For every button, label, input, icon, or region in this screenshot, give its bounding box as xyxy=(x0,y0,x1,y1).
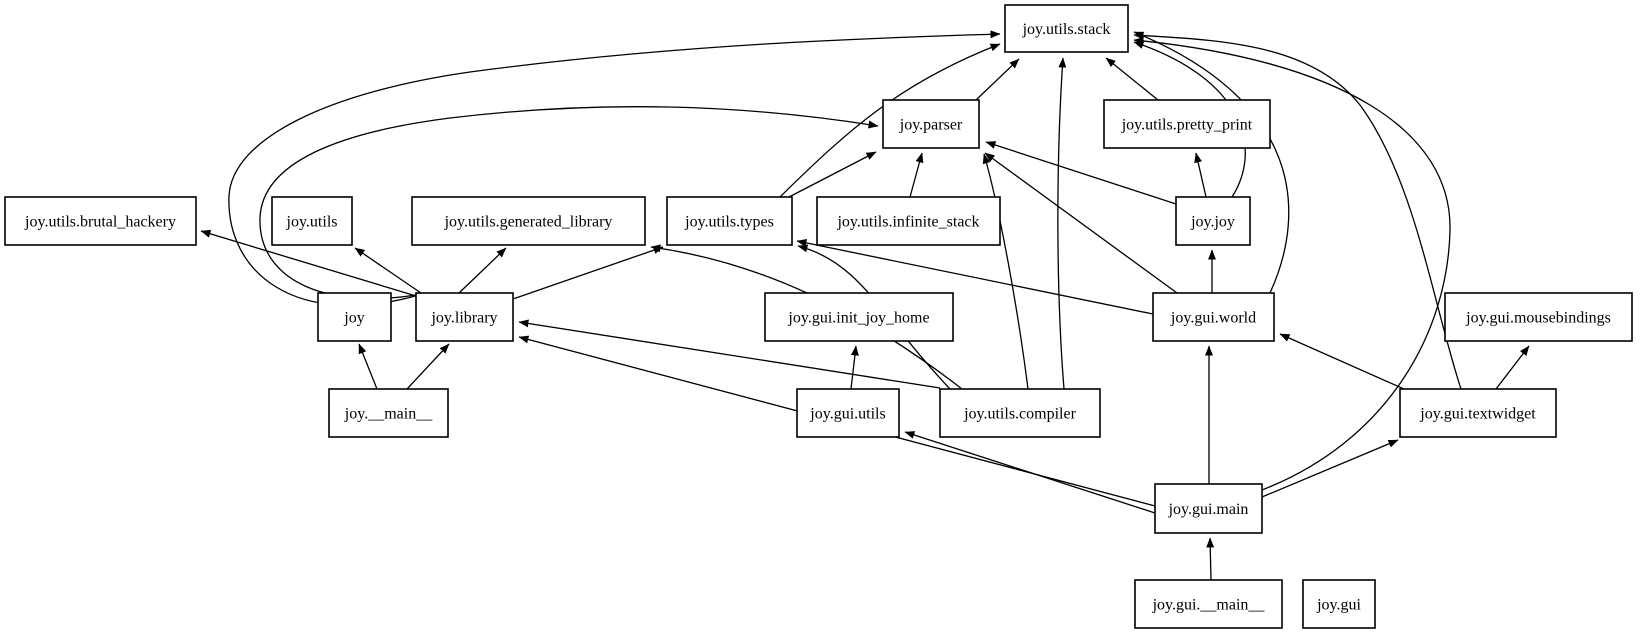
node-joy-utils: joy.utils xyxy=(271,196,353,246)
edge-joy-utils-compiler-to-joy-utils-stack xyxy=(1057,57,1067,390)
edge-joy-utils-types-to-joy-parser xyxy=(788,151,877,198)
edge-joy-gui-world-to-joy-utils-stack xyxy=(1133,31,1290,294)
node-box-joy-utils-types xyxy=(666,196,793,246)
node-joy-utils-compiler: joy.utils.compiler xyxy=(939,388,1101,438)
edge-joy-joy-to-joy-parser xyxy=(985,141,1177,205)
node-label-joy-gui: joy.gui xyxy=(1316,597,1361,614)
node-label-joy-joy: joy.joy xyxy=(1190,214,1235,231)
edge-joy-library-to-joy-utils xyxy=(354,247,422,294)
node-joy-joy: joy.joy xyxy=(1175,196,1251,246)
node-label-joy-library: joy.library xyxy=(430,310,497,327)
node-label-joy-utils-generated-library: joy.utils.generated_library xyxy=(444,214,613,231)
node-label-joy-utils-brutal-hackery: joy.utils.brutal_hackery xyxy=(24,214,176,231)
node-joy-gui-textwidget: joy.gui.textwidget xyxy=(1399,388,1557,438)
node-box-joy-parser xyxy=(882,99,980,149)
edge-joy-gui-main-module-to-joy-gui-main xyxy=(1206,537,1215,581)
node-label-joy-gui-textwidget: joy.gui.textwidget xyxy=(1419,406,1536,423)
node-joy-main-module: joy.__main__ xyxy=(328,388,449,438)
edge-joy-joy-to-joy-utils-pretty-print xyxy=(1194,152,1207,198)
node-box-joy-utils-generated-library xyxy=(411,196,646,246)
edge-joy-utils-compiler-to-joy-parser xyxy=(982,153,1029,390)
node-box-joy-gui xyxy=(1302,579,1376,629)
node-box-joy-gui-textwidget xyxy=(1399,388,1557,438)
node-box-joy-utils-stack xyxy=(1004,4,1129,53)
node-box-joy-library xyxy=(415,292,514,342)
node-box-joy-utils xyxy=(271,196,353,246)
node-joy-gui-utils: joy.gui.utils xyxy=(796,388,900,438)
edge-joy-utils-compiler-to-joy-library xyxy=(518,319,941,389)
node-joy-utils-brutal-hackery: joy.utils.brutal_hackery xyxy=(4,196,197,246)
edge-joy-gui-textwidget-to-joy-gui-mousebindings xyxy=(1495,345,1530,390)
node-joy-gui-main-module: joy.gui.__main__ xyxy=(1134,579,1283,629)
node-label-joy-utils-types: joy.utils.types xyxy=(684,214,774,231)
edge-joy-gui-main-to-joy-gui-textwidget xyxy=(1261,439,1399,498)
edge-joy-gui-main-to-joy-gui-utils xyxy=(904,431,1156,514)
edge-joy-main-module-to-joy xyxy=(358,343,378,390)
edges-layer xyxy=(200,30,1530,581)
node-joy-gui-init-joy-home: joy.gui.init_joy_home xyxy=(764,292,954,342)
node-label-joy-gui-main-module: joy.gui.__main__ xyxy=(1152,597,1266,614)
node-box-joy-gui-utils xyxy=(796,388,900,438)
node-box-joy-utils-infinite-stack xyxy=(816,196,1001,246)
node-label-joy-utils-compiler: joy.utils.compiler xyxy=(963,406,1077,423)
node-label-joy-parser: joy.parser xyxy=(899,117,963,134)
node-label-joy-gui-init-joy-home: joy.gui.init_joy_home xyxy=(787,310,929,327)
node-label-joy-gui-utils: joy.gui.utils xyxy=(809,406,885,423)
node-box-joy-main-module xyxy=(328,388,449,438)
node-label-joy-gui-mousebindings: joy.gui.mousebindings xyxy=(1465,310,1611,327)
edge-joy-main-module-to-joy-library xyxy=(406,343,450,390)
node-joy-gui: joy.gui xyxy=(1302,579,1376,629)
node-joy-utils-pretty-print: joy.utils.pretty_print xyxy=(1103,99,1271,149)
node-joy-utils-stack: joy.utils.stack xyxy=(1004,4,1129,53)
node-joy-library: joy.library xyxy=(415,292,514,342)
node-joy-utils-types: joy.utils.types xyxy=(666,196,793,246)
node-box-joy-gui-init-joy-home xyxy=(764,292,954,342)
node-joy: joy xyxy=(317,292,392,342)
edge-joy-library-to-joy-parser xyxy=(259,106,879,300)
node-label-joy-gui-world: joy.gui.world xyxy=(1170,310,1256,327)
node-joy-utils-generated-library: joy.utils.generated_library xyxy=(411,196,646,246)
node-label-joy-utils: joy.utils xyxy=(286,214,338,231)
node-label-joy: joy xyxy=(343,310,364,327)
edge-joy-gui-textwidget-to-joy-gui-world xyxy=(1279,333,1405,390)
edge-joy-utils-infinite-stack-to-joy-parser xyxy=(909,152,924,198)
edge-joy-library-to-joy-utils-types xyxy=(512,246,664,300)
node-box-joy-gui-world xyxy=(1152,292,1275,342)
node-joy-parser: joy.parser xyxy=(882,99,980,149)
edge-joy-utils-types-to-joy-utils-stack xyxy=(779,43,1001,198)
edge-joy-gui-utils-to-joy-gui-init-joy-home xyxy=(850,345,859,390)
nodes-layer: joy.utils.stack joy.parser joy.utils.prett… xyxy=(4,4,1633,629)
node-box-joy-gui-main-module xyxy=(1134,579,1283,629)
edge-joy-library-to-joy-utils-generated-library xyxy=(458,247,507,294)
node-box-joy-gui-mousebindings xyxy=(1444,292,1633,342)
node-box-joy xyxy=(317,292,392,342)
edge-joy-gui-main-to-joy-utils-stack xyxy=(1133,36,1451,491)
node-box-joy-joy xyxy=(1175,196,1251,246)
edge-joy-library-to-joy-utils-stack xyxy=(228,30,1001,307)
node-label-joy-utils-infinite-stack: joy.utils.infinite_stack xyxy=(836,214,979,231)
node-label-joy-utils-stack: joy.utils.stack xyxy=(1022,21,1111,38)
node-joy-gui-world: joy.gui.world xyxy=(1152,292,1275,342)
node-label-joy-main-module: joy.__main__ xyxy=(344,406,433,423)
node-box-joy-utils-pretty-print xyxy=(1103,99,1271,149)
node-joy-utils-infinite-stack: joy.utils.infinite_stack xyxy=(816,196,1001,246)
node-box-joy-utils-compiler xyxy=(939,388,1101,438)
edge-joy-gui-textwidget-to-joy-utils-stack xyxy=(1133,31,1462,390)
node-label-joy-gui-main: joy.gui.main xyxy=(1168,501,1249,518)
edge-joy-utils-pretty-print-to-joy-utils-stack xyxy=(1105,57,1159,101)
node-label-joy-utils-pretty-print: joy.utils.pretty_print xyxy=(1121,117,1253,134)
edge-joy-gui-world-to-joy-utils-types xyxy=(796,238,1154,315)
node-box-joy-utils-brutal-hackery xyxy=(4,196,197,246)
node-box-joy-gui-main xyxy=(1154,483,1263,534)
edge-joy-parser-to-joy-utils-stack xyxy=(975,58,1020,101)
edge-joy-gui-world-to-joy-parser xyxy=(984,152,1178,294)
node-joy-gui-mousebindings: joy.gui.mousebindings xyxy=(1444,292,1633,342)
node-joy-gui-main: joy.gui.main xyxy=(1154,483,1263,534)
